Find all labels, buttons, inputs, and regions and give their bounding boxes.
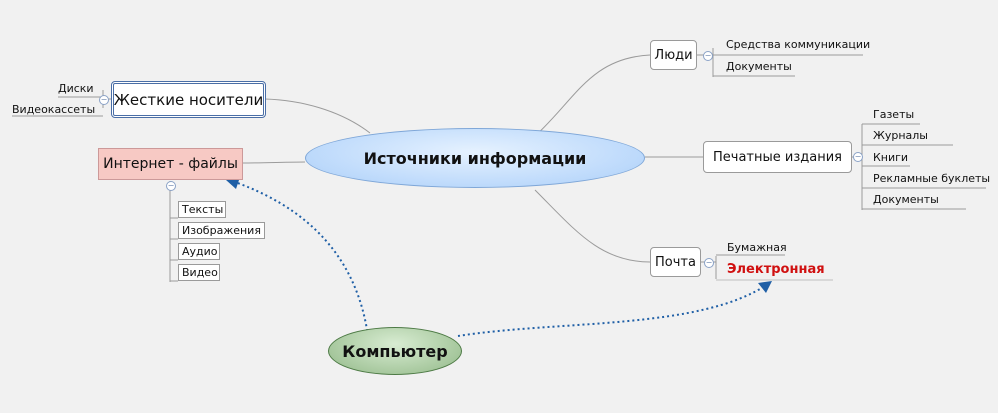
hard-media-child-disks[interactable]: Диски <box>58 82 94 95</box>
people-label: Люди <box>654 47 693 63</box>
print-child-newspapers[interactable]: Газеты <box>873 108 915 121</box>
print-child-magazines[interactable]: Журналы <box>873 129 928 142</box>
mail-node[interactable]: Почта <box>650 247 701 277</box>
mail-label: Почта <box>655 254 696 270</box>
print-node[interactable]: Печатные издания <box>703 141 852 173</box>
central-topic[interactable]: Источники информации <box>305 128 645 188</box>
internet-child-video[interactable]: Видео <box>178 264 220 281</box>
hard-media-node[interactable]: Жесткие носители <box>111 81 266 118</box>
internet-child-audio[interactable]: Аудио <box>178 243 220 260</box>
collapse-toggle-people[interactable]: − <box>703 51 713 61</box>
internet-node[interactable]: Интернет - файлы <box>98 148 243 180</box>
central-topic-label: Источники информации <box>363 148 587 168</box>
mail-child-electronic[interactable]: Электронная <box>727 262 825 277</box>
people-node[interactable]: Люди <box>650 40 697 70</box>
print-child-books[interactable]: Книги <box>873 151 909 164</box>
computer-topic[interactable]: Компьютер <box>328 327 462 375</box>
collapse-toggle-mail[interactable]: − <box>704 258 714 268</box>
hard-media-label: Жесткие носители <box>113 90 264 109</box>
print-label: Печатные издания <box>713 149 842 165</box>
collapse-toggle-internet[interactable]: − <box>166 181 176 191</box>
print-child-brochures[interactable]: Рекламные буклеты <box>873 172 991 185</box>
people-child-communication[interactable]: Средства коммуникации <box>726 38 871 51</box>
internet-label: Интернет - файлы <box>103 156 238 172</box>
people-child-documents[interactable]: Документы <box>726 60 792 73</box>
computer-topic-label: Компьютер <box>342 341 448 361</box>
mail-child-paper[interactable]: Бумажная <box>727 241 787 254</box>
print-child-documents[interactable]: Документы <box>873 193 939 206</box>
collapse-toggle-hard-media[interactable]: − <box>99 95 109 105</box>
hard-media-child-videotapes[interactable]: Видеокассеты <box>12 103 96 116</box>
internet-child-images[interactable]: Изображения <box>178 222 265 239</box>
collapse-toggle-print[interactable]: − <box>853 152 863 162</box>
internet-child-texts[interactable]: Тексты <box>178 201 226 218</box>
